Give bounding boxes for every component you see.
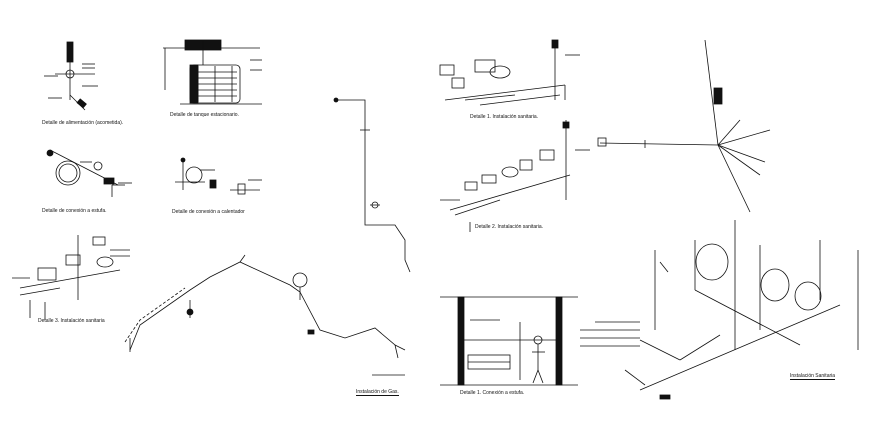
detail-sanitaria-1 (439, 39, 580, 106)
label-sanitaria-1: Detalle 1. Instalación sanitaria. (470, 114, 539, 120)
detail-section-estufa (440, 296, 578, 386)
detail-acometida (44, 41, 98, 111)
label-sanitaria-2: Detalle 2. Instalación sanitaria. (475, 224, 544, 230)
detail-sanitaria-3 (12, 235, 130, 320)
label-sanitaria-general: Instalación Sanitaria (790, 373, 836, 380)
detail-sanitaria-2 (440, 120, 590, 232)
gas-installation (124, 254, 406, 376)
water-isometric-top (597, 39, 771, 213)
sanitary-isometric (580, 220, 859, 400)
detail-conexion-calentador (175, 157, 262, 195)
label-acometida: Detalle de alimentación (acometida). (42, 120, 124, 126)
label-sanitaria-3: Detalle 3. Instalación sanitaria (38, 318, 105, 324)
label-conexion-calentador: Detalle de conexión a calentador (172, 209, 245, 215)
detail-conexion-estufa (46, 149, 132, 197)
detail-tanque (163, 39, 262, 105)
label-conexion-estufa-1: Detalle 1. Conexión a estufa. (460, 390, 525, 396)
label-gas: Instalación de Gas. (356, 389, 399, 396)
label-tanque: Detalle de tanque estacionario. (170, 112, 239, 118)
label-conexion-estufa: Detalle de conexión a estufa. (42, 208, 107, 214)
gas-riser (333, 97, 411, 273)
